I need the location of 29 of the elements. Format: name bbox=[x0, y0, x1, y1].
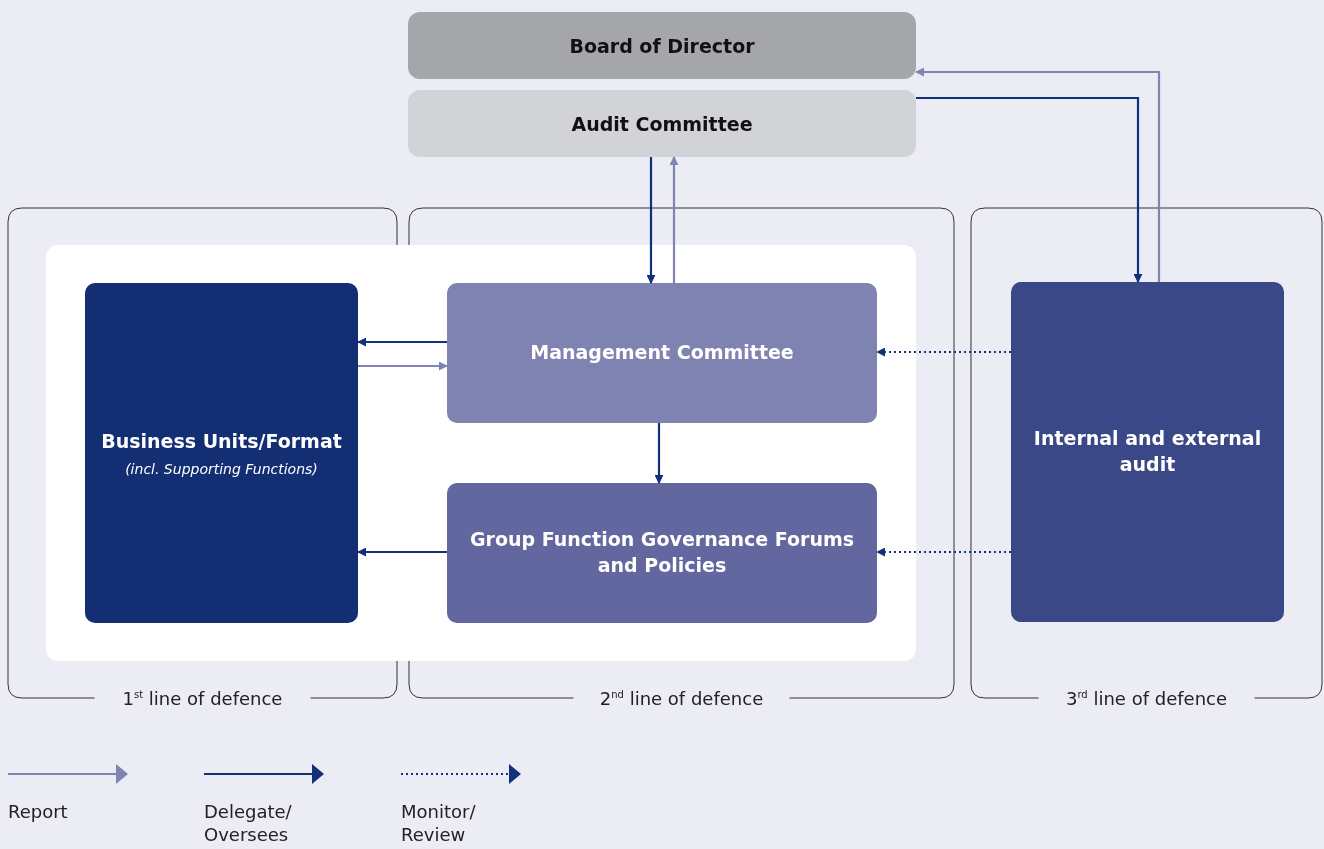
frame-label: 1$^{st}$ line of defence bbox=[122, 687, 283, 709]
arrow bbox=[915, 67, 1161, 282]
process-box bbox=[1011, 282, 1284, 622]
box-title: Business Units/Format bbox=[101, 429, 342, 455]
box-title: Board of Director bbox=[569, 34, 755, 57]
arrow bbox=[357, 547, 447, 557]
legend-label: Delegate/ Oversees bbox=[204, 801, 293, 846]
frame-label: 3$^{rd}$ line of defence bbox=[1066, 687, 1227, 709]
arrow bbox=[916, 96, 1143, 283]
box-title: Internal and external audit bbox=[1032, 426, 1263, 477]
legend-label: Report bbox=[8, 801, 69, 824]
arrow bbox=[876, 347, 1011, 357]
committee-box bbox=[408, 90, 916, 157]
box-subtitle: (incl. Supporting Functions) bbox=[125, 460, 318, 477]
arrow bbox=[646, 157, 656, 284]
arrow bbox=[669, 156, 679, 283]
box-title: Management Committee bbox=[530, 340, 794, 366]
box-title: Audit Committee bbox=[571, 112, 753, 135]
arrow bbox=[357, 337, 447, 347]
process-box bbox=[447, 483, 877, 623]
arrow bbox=[876, 547, 1011, 557]
committee-box bbox=[408, 12, 916, 79]
process-box bbox=[447, 283, 877, 423]
box-title: Group Function Governance Forums and Policies bbox=[468, 527, 856, 578]
legend-label: Monitor/ Review bbox=[401, 801, 477, 846]
process-box bbox=[85, 283, 358, 623]
arrow bbox=[358, 361, 448, 371]
arrow bbox=[654, 423, 664, 484]
frame-label: 2$^{nd}$ line of defence bbox=[599, 687, 764, 709]
